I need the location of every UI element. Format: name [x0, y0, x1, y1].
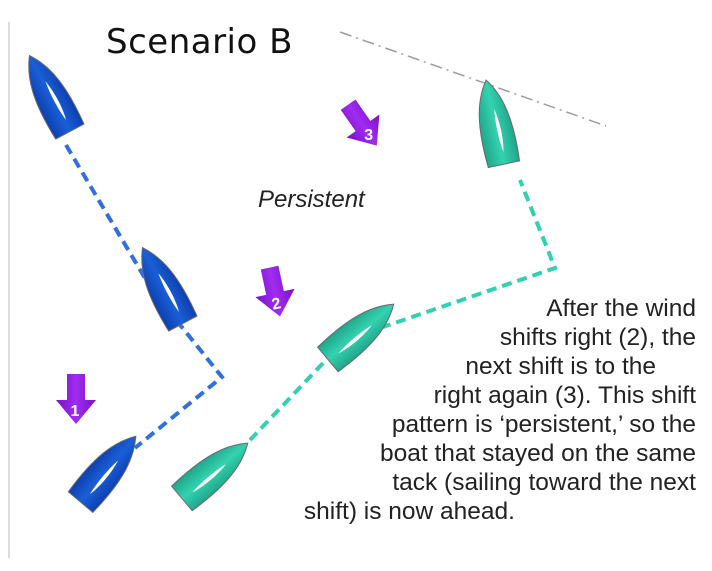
- diagram-title: Scenario B: [106, 22, 293, 62]
- wind-arrow-3-label: 3: [364, 127, 373, 144]
- caption-line: tack (sailing toward the next: [392, 469, 696, 496]
- blue-boat-3: [67, 424, 150, 514]
- caption-line: boat that stayed on the same: [380, 440, 696, 467]
- wind-arrow-2-label: 2: [270, 295, 282, 313]
- caption-line: shift) is now ahead.: [303, 498, 515, 525]
- wind-arrow-1: 1: [56, 374, 96, 424]
- layline: [339, 31, 607, 127]
- caption-line: After the wind: [546, 295, 696, 322]
- teal-boat-track: [248, 179, 558, 442]
- caption-line: right again (3). This shift: [433, 382, 696, 409]
- wind-arrow-3: 3: [331, 93, 394, 158]
- blue-boat-track: [64, 143, 225, 450]
- caption-line: pattern is ‘persistent,’ so the: [391, 411, 696, 438]
- teal-boat-1: [469, 76, 521, 169]
- blue-boat-2: [127, 239, 199, 332]
- shift-type-label: Persistent: [258, 186, 365, 213]
- wind-arrow-1-label: 1: [71, 403, 80, 420]
- caption-text: After the wind shifts right (2), the nex…: [258, 294, 696, 526]
- wind-arrow-2: 2: [250, 263, 300, 321]
- blue-boat-1: [14, 47, 86, 140]
- teal-boat-3: [170, 429, 260, 512]
- caption-line: next shift is to the: [465, 353, 656, 380]
- caption-line: shifts right (2), the: [499, 324, 696, 351]
